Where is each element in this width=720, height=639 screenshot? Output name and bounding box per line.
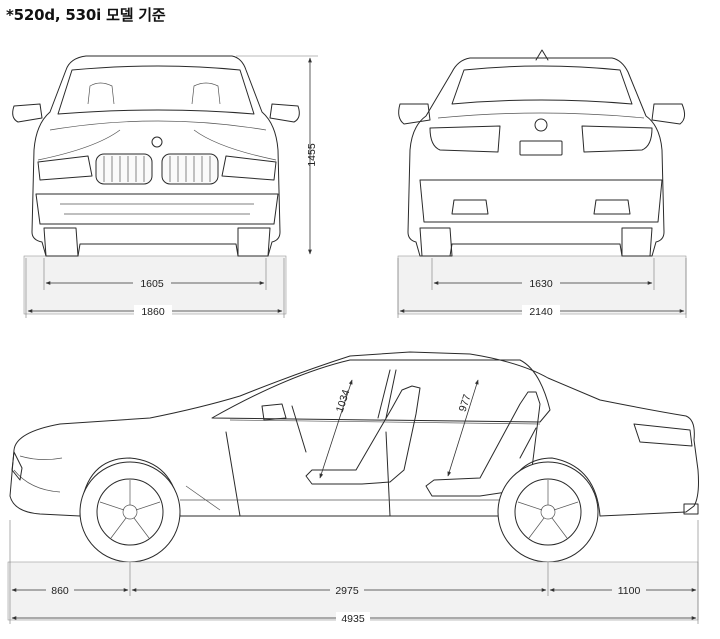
rear-wheel: [497, 461, 599, 563]
front-mirror-right: [269, 103, 300, 123]
front-overhang-label-bg: [46, 584, 74, 596]
wheelbase-label: 2975: [335, 585, 359, 597]
side-front-bumper: [13, 455, 63, 493]
rear-antenna: [535, 49, 549, 61]
rear-width-label: 2140: [529, 306, 553, 318]
rear-mirror-left: [398, 103, 431, 125]
side-exhaust: [683, 503, 699, 515]
rear-mirror-right: [651, 103, 686, 125]
front-badge: [151, 136, 163, 148]
taillight-left: [429, 125, 501, 153]
side-taillight: [633, 423, 693, 447]
side-front-seat: [305, 385, 421, 485]
front-tire-left: [43, 227, 79, 257]
side-b-pillar: [377, 369, 397, 419]
side-body-outline: [9, 351, 699, 517]
rear-overhang-label: 1100: [618, 585, 641, 597]
front-legroom-line: [319, 379, 353, 479]
front-overhang-label: 860: [51, 585, 69, 597]
overall-length-label: 4935: [341, 613, 365, 625]
grille-slats: [103, 156, 211, 182]
overall-length-label-bg: [336, 612, 370, 624]
rear-legroom-label: 977: [457, 393, 474, 414]
side-steering-column: [291, 405, 307, 453]
rear-track-label: 1630: [529, 278, 553, 290]
rear-bumper: [419, 179, 663, 223]
front-tire-right: [237, 227, 271, 257]
front-track-label-bg: [133, 277, 171, 289]
rear-overhang-label-bg: [612, 584, 646, 596]
rear-view: 1630 2140: [397, 49, 687, 318]
rear-window: [451, 65, 633, 105]
headlight-right: [221, 155, 277, 181]
side-greenhouse: [211, 359, 551, 423]
front-legroom-label: 1034: [334, 388, 353, 414]
rear-width-label-bg: [522, 305, 560, 317]
grille-right: [161, 153, 219, 185]
front-height-label: 1455: [306, 143, 318, 167]
front-hood-creases: [37, 129, 277, 161]
page-title: *520d, 530i 모델 기준: [6, 6, 166, 24]
front-windshield: [57, 65, 255, 115]
wheelbase-label-bg: [330, 584, 364, 596]
front-bumper-lines: [60, 203, 254, 215]
side-rear-seat: [425, 391, 541, 497]
front-width-label-bg: [134, 305, 172, 317]
front-wheel: [79, 461, 181, 563]
rear-body-outline: [407, 57, 665, 257]
exhaust-right: [593, 199, 631, 215]
rear-tire-left: [419, 227, 453, 257]
side-view: 1034 977 860 2975 1100 4935: [7, 351, 699, 625]
front-mirror-left: [12, 103, 43, 123]
rear-tire-right: [621, 227, 653, 257]
taillight-right: [581, 125, 653, 153]
front-width-label: 1860: [141, 306, 165, 318]
trunk-line: [437, 112, 645, 119]
rear-badge: [534, 118, 548, 132]
license-plate: [519, 140, 563, 156]
front-bumper: [35, 193, 279, 225]
rear-legroom-line: [447, 379, 479, 477]
front-seat-left: [87, 82, 115, 105]
exhaust-left: [451, 199, 489, 215]
front-view: 1455 1605 1860: [12, 55, 318, 318]
rear-track-label-bg: [522, 277, 560, 289]
side-grille: [11, 451, 23, 481]
side-door-lines: [225, 427, 537, 517]
front-hood-line: [49, 120, 267, 131]
front-seat-right: [191, 82, 221, 105]
side-beltline: [229, 419, 541, 425]
side-mirror: [261, 403, 287, 421]
grille-left: [95, 153, 153, 185]
front-track-label: 1605: [140, 278, 164, 290]
side-rocker: [180, 485, 500, 511]
headlight-left: [37, 155, 93, 181]
front-body-outline: [31, 55, 281, 257]
